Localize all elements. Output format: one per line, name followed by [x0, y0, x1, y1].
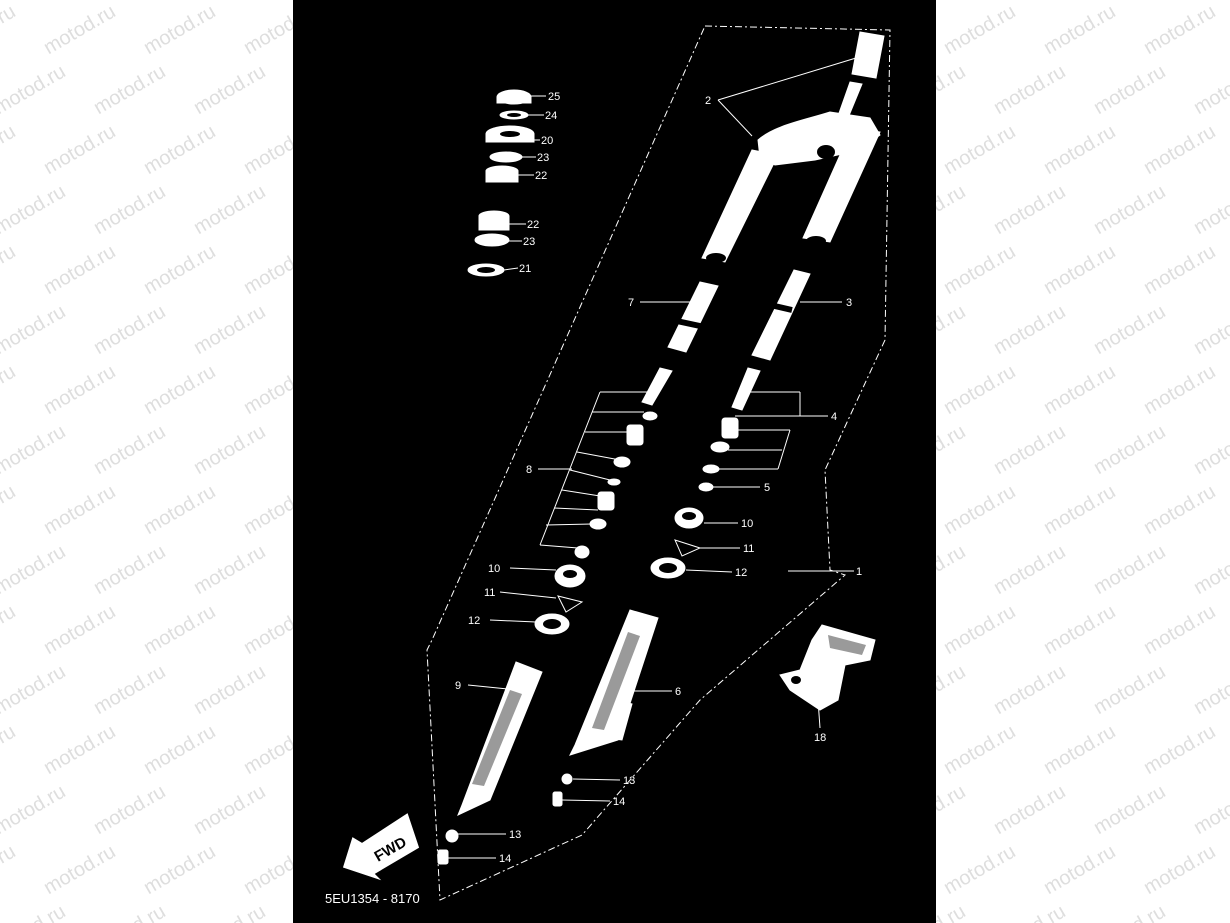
under-bracket: [701, 31, 885, 263]
drawing-code: 5EU1354 - 8170: [325, 891, 420, 906]
fork-bracket-18: [779, 624, 876, 711]
fwd-arrow: FWD: [341, 810, 421, 883]
callout-12-left: 12: [468, 615, 480, 627]
callout-13-left: 13: [509, 829, 521, 841]
callout-11-right: 11: [743, 543, 754, 555]
callout-11-left: 11: [484, 587, 495, 599]
taper-spindle-left: [626, 424, 644, 446]
callout-8: 8: [526, 464, 532, 476]
callout-12-right: 12: [735, 567, 747, 579]
steering-stem: [851, 31, 885, 79]
race-22-upper-body: [485, 170, 519, 183]
fork-spring-3: [751, 269, 811, 361]
callout-14-right: 14: [613, 796, 625, 808]
callout-24: 24: [545, 110, 557, 122]
taper-spindle-right: [721, 417, 739, 439]
damper-rod-left: [641, 367, 673, 406]
callout-4: 4: [831, 411, 837, 423]
callout-23: 23: [537, 152, 549, 164]
callout-9: 9: [455, 680, 461, 692]
callout-22: 22: [535, 170, 547, 182]
callout-18: 18: [814, 732, 826, 744]
callout-10-right: 10: [741, 518, 753, 530]
callout-25: 25: [548, 91, 560, 103]
ring-nut-25-body: [496, 96, 532, 104]
ball-race-23: [489, 151, 523, 163]
callout-3: 3: [846, 297, 852, 309]
fork-spring-7: [667, 281, 719, 353]
inner-tube-right: [802, 127, 881, 243]
callout-23-lower: 23: [523, 236, 535, 248]
callout-1: 1: [856, 566, 862, 578]
callout-13-right: 13: [623, 775, 635, 787]
callout-2: 2: [705, 95, 711, 107]
ball-race-23-lower: [474, 233, 510, 247]
callout-6: 6: [675, 686, 681, 698]
callout-7: 7: [628, 297, 634, 309]
callout-20: 20: [541, 135, 553, 147]
callout-5: 5: [764, 482, 770, 494]
callout-labels: 25 24 20 23 22 22 23 21 2 7 3 4 8 5 10 1…: [455, 91, 862, 865]
race-22-lower-body: [478, 215, 510, 231]
assembly-frame: [426, 25, 891, 901]
callout-22-lower: 22: [527, 219, 539, 231]
callout-10-left: 10: [488, 563, 500, 575]
leader-lines: [448, 57, 857, 859]
damper-rod-right: [731, 367, 761, 411]
bearing-stack: [467, 89, 535, 277]
callout-14-left: 14: [499, 853, 511, 865]
inner-tube-left: [701, 149, 779, 263]
callout-21: 21: [519, 263, 531, 275]
